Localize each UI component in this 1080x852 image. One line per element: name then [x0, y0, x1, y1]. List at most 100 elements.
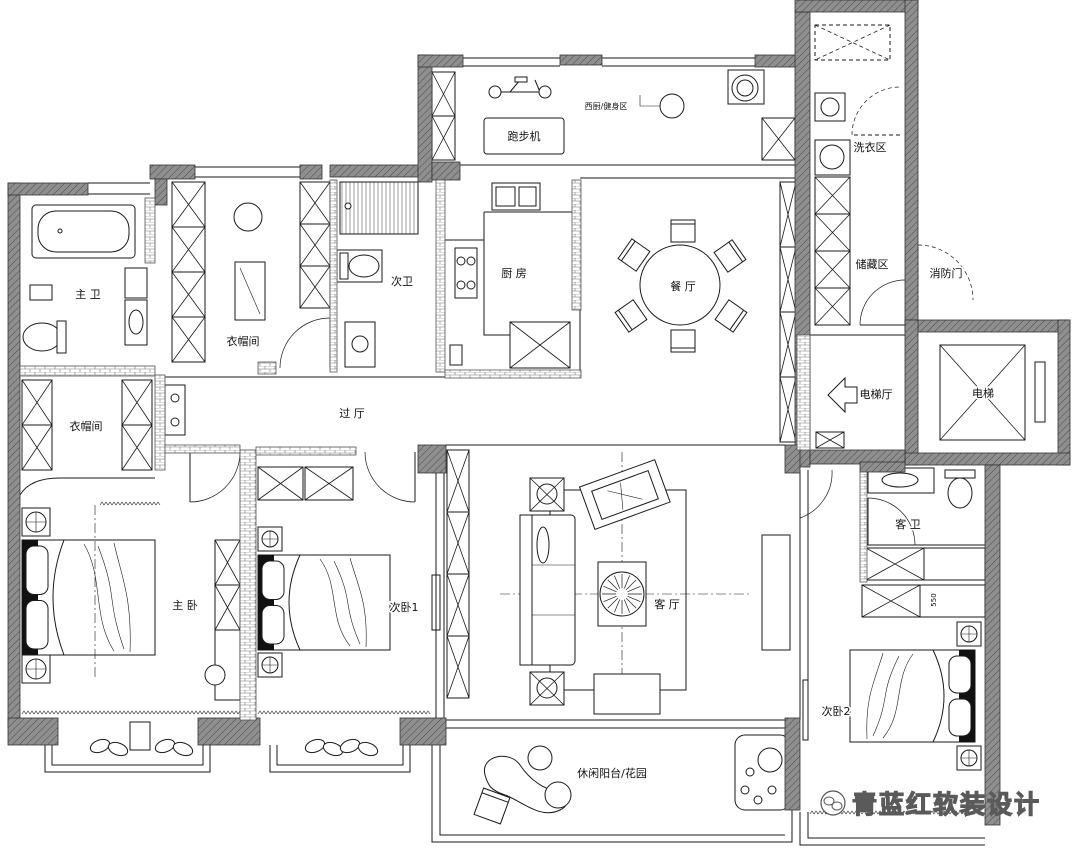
storage-door [859, 279, 906, 326]
side-table [529, 671, 565, 706]
wardrobe-cabinet [814, 176, 851, 215]
wardrobe-cabinet [815, 431, 845, 449]
label-west-kitchen-gym: 西厨/健身区 [585, 101, 628, 111]
wardrobe-cabinet [121, 379, 153, 426]
brick-partition-wall [444, 369, 582, 379]
structural-wall [7, 717, 59, 746]
cooktop-burner [456, 280, 466, 290]
armchair-throw [607, 482, 643, 510]
bedroom2-bed [849, 649, 976, 743]
window-closet [195, 166, 300, 178]
label-living-room: 客 厅 [654, 597, 680, 611]
wardrobe-cabinet [171, 316, 206, 363]
lobby-arrow-icon [827, 376, 858, 414]
bedroom1-bed-wrinkle [333, 560, 361, 645]
wardrobe-cabinet-cross [861, 584, 921, 618]
wardrobe-cabinet-cross [815, 431, 845, 449]
treadmill [483, 117, 565, 155]
label-second-bath: 次卫 [391, 274, 413, 288]
bedroom2-bed-wrinkle [866, 652, 884, 740]
wardrobe-cabinet [814, 213, 851, 252]
brick-partition-wall [164, 444, 241, 454]
cooktop [454, 247, 478, 299]
wardrobe-cabinet [761, 117, 796, 161]
wardrobe-cabinet [299, 265, 331, 309]
structural-wall [431, 161, 461, 181]
structural-wall [399, 717, 447, 746]
bedroom2-bed-wrinkle [882, 653, 914, 739]
brick-partition-wall [796, 334, 811, 451]
structural-wall [809, 449, 906, 465]
kitchen-fridge-cross [509, 321, 571, 369]
bedroom1-east-wall-line [435, 470, 445, 720]
wardrobe-cabinet-cross [446, 635, 470, 699]
structural-wall [904, 319, 919, 466]
room-label-layer: 西厨/健身区 跑步机 洗衣区 储藏区 消防门 主 卫 次卫 厨 房 餐 厅 衣帽… [68, 100, 996, 782]
coat-hook [170, 417, 180, 427]
structural-wall [299, 164, 323, 180]
guest-toilet-tank [944, 469, 976, 479]
guest-sink-basin [881, 472, 919, 488]
wardrobe-cabinet-cross [171, 181, 206, 228]
bedroom1-bed [257, 554, 391, 651]
label-master-bedroom: 主 卧 [172, 599, 198, 612]
entry-door [799, 469, 833, 519]
bedroom1-window [431, 574, 441, 631]
wardrobe-cabinet [446, 573, 470, 637]
master-bed-wrinkle [113, 542, 131, 653]
garden-pebble [740, 785, 750, 795]
master-nightstand-lamp-cross [26, 512, 46, 532]
master-wardrobe-lower [214, 629, 241, 701]
wardrobe-cabinet [299, 181, 331, 225]
master-bedroom-door-swing [189, 451, 241, 503]
brick-partition-wall [329, 179, 338, 373]
master-bay-window [44, 745, 211, 773]
label-elevator: 电梯 [972, 387, 994, 400]
kitchen-small-cabinet [449, 344, 463, 366]
cabinet-550 [919, 584, 986, 618]
dining-chair-back [617, 309, 633, 331]
guest-bath-door-swing [867, 497, 916, 546]
structural-wall [904, 452, 1071, 466]
wardrobe-cabinet-cross [299, 223, 331, 267]
wardrobe-cabinet-cross [304, 466, 354, 501]
garden-chair-seat [473, 787, 511, 825]
storage-door-swing [859, 279, 906, 326]
wardrobe-cabinet-cross [431, 71, 456, 117]
side-table-cross [529, 477, 565, 512]
label-hallway: 过 厅 [339, 407, 365, 420]
guest-bath-door [867, 497, 916, 546]
label-master-bath: 主 卫 [75, 288, 101, 301]
dining-chair [614, 299, 648, 333]
living-glass-door [446, 719, 785, 729]
wardrobe-cabinet [446, 635, 470, 699]
wardrobe-cabinet-cross [171, 226, 206, 273]
structural-wall [784, 717, 801, 811]
wardrobe-cabinet-cross [446, 511, 470, 575]
wardrobe-cabinet-cross [814, 250, 851, 289]
brick-partition-wall [257, 361, 277, 375]
wardrobe-cabinet [304, 466, 354, 501]
wardrobe-cabinet [299, 223, 331, 267]
wardrobe-cabinet [431, 115, 456, 161]
gym-table-line [639, 95, 660, 107]
master-bed-pillow [25, 545, 49, 595]
bedroom1-door-swing [364, 451, 416, 503]
side-table-cross [529, 671, 565, 706]
planter-leaf [357, 741, 379, 757]
structural-wall [197, 717, 261, 746]
brick-partition-wall [255, 446, 357, 456]
structural-wall [984, 464, 1001, 826]
laundry-top-cabinet-frame [814, 24, 891, 61]
wardrobe-cabinet-cross [299, 181, 331, 225]
garden-plant [757, 747, 783, 773]
structural-wall [149, 164, 196, 180]
garden-pebble [767, 785, 777, 795]
wardrobe-cabinet [861, 584, 921, 618]
wardrobe-cabinet-cross [171, 271, 206, 318]
wardrobe-cabinet-cross [214, 539, 241, 586]
wardrobe-cabinet-cross [171, 316, 206, 363]
watermark: 青蓝红软装设计 [820, 789, 1040, 820]
wardrobe-cabinet-cross [21, 424, 53, 471]
elevator-counterweight [1034, 361, 1046, 423]
